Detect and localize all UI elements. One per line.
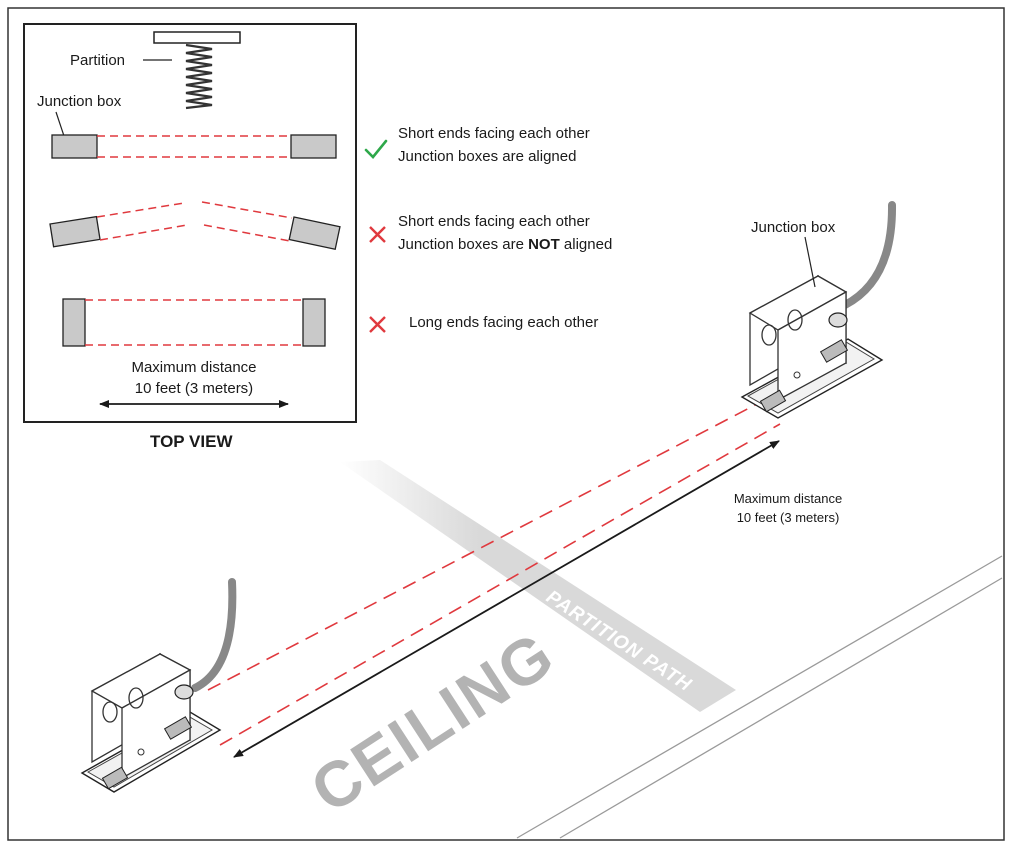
top-row-long-ends: [62, 298, 326, 347]
row3-line1: Long ends facing each other: [409, 314, 598, 331]
row1-line1: Short ends facing each other: [398, 125, 590, 142]
iso-junction-box-label: Junction box: [751, 219, 836, 236]
iso-distance-line1: Maximum distance: [734, 491, 842, 506]
top-row-aligned: [51, 134, 337, 159]
row1-line2: Junction boxes are aligned: [398, 148, 576, 165]
row2-line1: Short ends facing each other: [398, 213, 590, 230]
junction-box-right: [740, 201, 897, 419]
partition-symbol: [153, 31, 241, 110]
top-box-left-1: [51, 134, 98, 159]
top-row-misaligned: [49, 201, 341, 251]
top-box-right-1: [290, 134, 337, 159]
top-junction-box-label: Junction box: [37, 93, 122, 110]
cross-icon: [369, 316, 386, 333]
top-box-left-3: [62, 298, 86, 347]
iso-distance-arrow: [233, 440, 780, 758]
top-box-right-2: [288, 216, 341, 251]
top-view-caption: TOP VIEW: [150, 432, 233, 451]
row2-line2: Junction boxes are NOT aligned: [398, 236, 612, 253]
row2-line2-bold: NOT: [528, 236, 560, 253]
top-box-left-2: [49, 215, 101, 248]
check-icon: [364, 139, 388, 159]
row2-line2-post: aligned: [560, 236, 613, 253]
iso-junction-leader-line: [804, 236, 816, 288]
top-distance-line1: Maximum distance: [131, 359, 256, 376]
top-distance-line2: 10 feet (3 meters): [135, 380, 253, 397]
top-box-right-3: [302, 298, 326, 347]
junction-box-leader-line: [55, 111, 65, 137]
partition-label: Partition: [70, 52, 125, 69]
cross-icon: [369, 226, 386, 243]
row2-line2-pre: Junction boxes are: [398, 236, 528, 253]
iso-distance-line2: 10 feet (3 meters): [737, 510, 840, 525]
junction-box-left: [80, 578, 237, 793]
